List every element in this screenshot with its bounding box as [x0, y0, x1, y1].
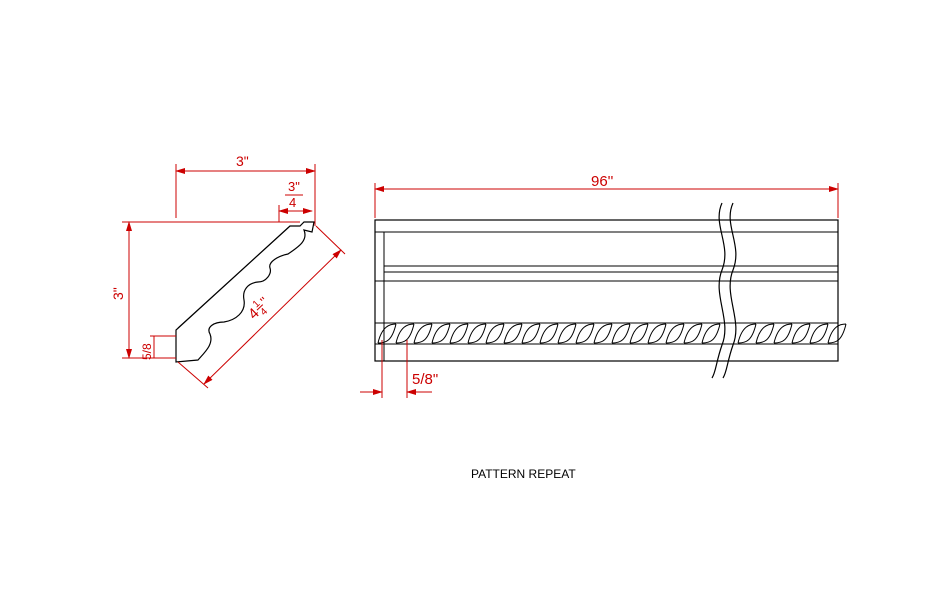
- width-label: 3": [236, 153, 249, 169]
- pattern-repeat-caption: PATTERN REPEAT: [471, 467, 576, 481]
- top-fraction-numerator: 3": [288, 179, 300, 194]
- rope-twist: [485, 323, 505, 344]
- top-fraction-denominator: 4: [289, 195, 296, 210]
- rope-twist: [521, 323, 541, 344]
- rope-twist: [395, 323, 415, 344]
- break-line: [711, 202, 726, 379]
- slope-ext-bottom: [177, 361, 209, 389]
- rope-twist: [809, 323, 829, 344]
- rope-twist: [467, 323, 487, 344]
- elevation-view: 96'' 5/8": [360, 173, 847, 398]
- bottom-fraction-label: 5/8: [140, 343, 154, 360]
- rope-twist: [791, 323, 811, 344]
- rope-twist: [647, 323, 667, 344]
- profile-view: 3" 3" 4 3" 5/8 4 1 4 '': [110, 153, 346, 389]
- rope-twist: [503, 323, 523, 344]
- slope-ext-top: [315, 225, 346, 255]
- rope-twist: [611, 323, 631, 344]
- rope-twist: [737, 323, 757, 344]
- slope-dim-line: [203, 249, 342, 385]
- moulding-face: [374, 219, 839, 362]
- rope-twist: [665, 323, 685, 344]
- rope-twist: [701, 323, 721, 344]
- rope-twist: [593, 323, 613, 344]
- slope-label-bar: [256, 304, 264, 311]
- rope-twist: [629, 323, 649, 344]
- repeat-label: 5/8": [412, 371, 438, 388]
- slope-label-denominator: 4: [258, 306, 270, 318]
- rope-twist: [431, 323, 451, 344]
- rope-twist: [377, 323, 397, 344]
- profile-outline: [175, 221, 315, 363]
- rope-twist: [449, 323, 469, 344]
- profile-back-line: [177, 225, 291, 329]
- rope-twist: [557, 323, 577, 344]
- rope-twist: [683, 323, 703, 344]
- rope-twist: [827, 323, 847, 344]
- slope-label-group: 4 1 4 '': [245, 294, 271, 323]
- height-label: 3": [110, 287, 126, 300]
- break-line-2: [722, 202, 737, 379]
- rope-pattern: [377, 323, 847, 344]
- rope-twist: [575, 323, 595, 344]
- rope-twist: [773, 323, 793, 344]
- slope-label-numerator: 1: [251, 298, 263, 310]
- length-label: 96'': [591, 173, 614, 190]
- rope-twist: [539, 323, 559, 344]
- rope-twist: [413, 323, 433, 344]
- rope-twist: [755, 323, 775, 344]
